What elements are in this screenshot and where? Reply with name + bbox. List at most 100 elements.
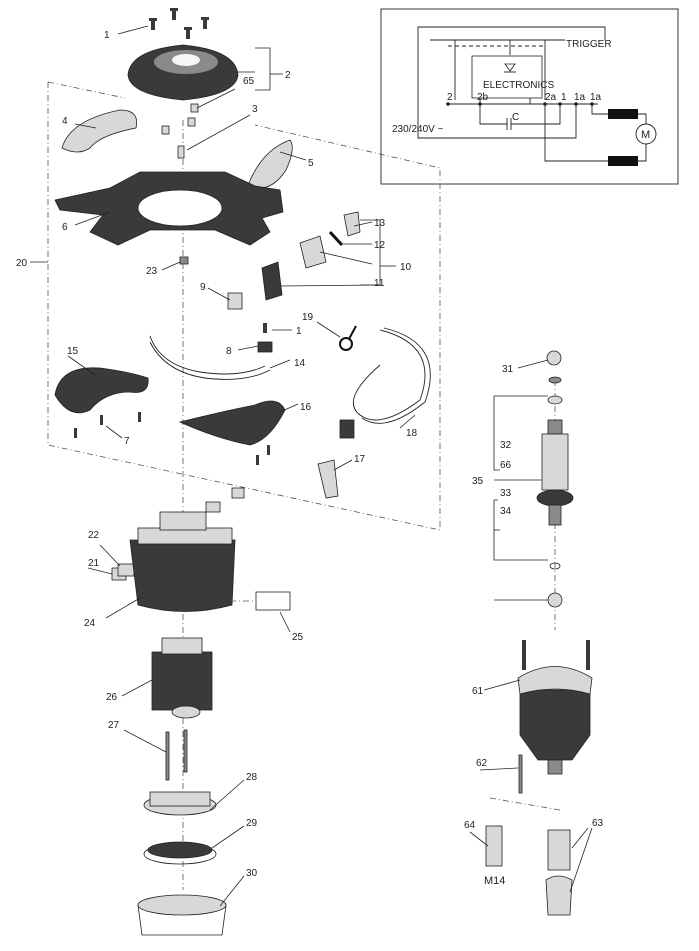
callout-1b: 1 (296, 326, 302, 337)
callout-8: 8 (226, 346, 232, 357)
wiring-schematic: TRIGGER ELECTRONICS 2 2b 2a 1 1a 1a C 23… (380, 8, 679, 185)
side-cover-right (247, 139, 293, 189)
callout-12: 12 (374, 240, 386, 251)
callout-27: 27 (108, 720, 120, 731)
callout-62: 62 (476, 758, 488, 769)
spring-12 (328, 230, 344, 247)
clip-13 (343, 211, 361, 237)
switch-block (227, 292, 243, 310)
plug (339, 419, 355, 439)
callout-14: 14 (294, 358, 306, 369)
callout-16: 16 (300, 402, 312, 413)
handle-half-right (178, 400, 286, 446)
top-screws (149, 8, 209, 39)
bearing-33 (547, 592, 563, 608)
washer-66 (547, 395, 563, 405)
callout-63: 63 (592, 818, 604, 829)
callout-21: 21 (88, 558, 100, 569)
switch-10 (261, 261, 283, 301)
bushing (161, 125, 170, 135)
clamp-ring-29 (143, 841, 217, 865)
callout-61: 61 (472, 686, 484, 697)
terminal-2a: 2a (545, 92, 557, 103)
terminal-2b: 2b (477, 92, 489, 103)
callout-23: 23 (146, 266, 158, 277)
callout-5: 5 (308, 158, 314, 169)
callout-4: 4 (62, 116, 68, 127)
motor-housing (129, 511, 236, 612)
callout-22: 22 (88, 530, 100, 541)
long-screw (165, 731, 170, 781)
callout-9: 9 (200, 282, 206, 293)
schematic-frame (380, 8, 679, 185)
spacer-3 (177, 145, 185, 159)
callout-65: 65 (243, 76, 255, 87)
callout-6: 6 (62, 222, 68, 233)
side-cover-left (61, 109, 138, 153)
electronics-label: ELECTRONICS (483, 80, 554, 91)
handle-half-left (54, 367, 149, 414)
terminal-2: 2 (447, 92, 453, 103)
callout-31: 31 (502, 364, 514, 375)
armature (536, 419, 574, 526)
callout-66: 66 (500, 460, 512, 471)
cable-sleeve (317, 459, 339, 499)
lever-11 (299, 235, 327, 269)
cable-tie (339, 337, 353, 351)
callout-18: 18 (406, 428, 418, 439)
callout-28: 28 (246, 772, 258, 783)
callout-24: 24 (84, 618, 96, 629)
callout-10: 10 (400, 262, 412, 273)
field-coil-bottom (608, 156, 638, 166)
callout-34: 34 (500, 506, 512, 517)
callout-labels: 1 2 65 3 4 5 6 13 12 10 11 20 23 9 19 8 … (16, 30, 604, 887)
callout-15: 15 (67, 346, 79, 357)
terminal-8 (257, 341, 273, 353)
callout-25: 25 (292, 632, 304, 643)
callout-11: 11 (374, 278, 385, 289)
callout-19: 19 (302, 312, 314, 323)
voltage-label: 230/240V ~ (392, 124, 444, 135)
motor-label: M (641, 129, 650, 141)
callout-32: 32 (500, 440, 512, 451)
stator (151, 637, 213, 719)
capacitor-label: C (512, 112, 519, 123)
clamp-ring-28 (143, 791, 217, 816)
callout-35: 35 (472, 476, 484, 487)
callout-29: 29 (246, 818, 258, 829)
callout-64: 64 (464, 820, 476, 831)
callout-13: 13 (374, 218, 386, 229)
power-cable (352, 329, 426, 421)
top-cap (127, 44, 239, 101)
spindle-adapter (485, 825, 503, 867)
nut (179, 256, 189, 265)
rating-label (255, 591, 291, 611)
leader-lines (30, 25, 593, 907)
callout-33: 33 (500, 488, 512, 499)
callout-3: 3 (252, 104, 258, 115)
clamp-ring-30 (137, 894, 227, 936)
gearbox (517, 640, 593, 775)
bearing-31 (546, 350, 562, 366)
gear-screw (518, 754, 523, 794)
spindle-nut (545, 829, 573, 916)
terminal-1: 1 (561, 92, 567, 103)
callout-7: 7 (124, 436, 130, 447)
wire-harness (149, 335, 266, 375)
terminal-1a: 1a (574, 92, 586, 103)
callout-2: 2 (285, 70, 291, 81)
electronics-box (471, 55, 543, 99)
thread-size-label: M14 (484, 875, 505, 887)
callout-1: 1 (104, 30, 110, 41)
trigger-label: TRIGGER (566, 39, 612, 50)
callout-30: 30 (246, 868, 258, 879)
terminal-1a-b: 1a (590, 92, 602, 103)
callout-26: 26 (106, 692, 118, 703)
washer-34 (549, 562, 561, 570)
field-coil-top (608, 109, 638, 119)
callout-20: 20 (16, 258, 28, 269)
callout-17: 17 (354, 454, 366, 465)
brush-22 (117, 563, 135, 577)
